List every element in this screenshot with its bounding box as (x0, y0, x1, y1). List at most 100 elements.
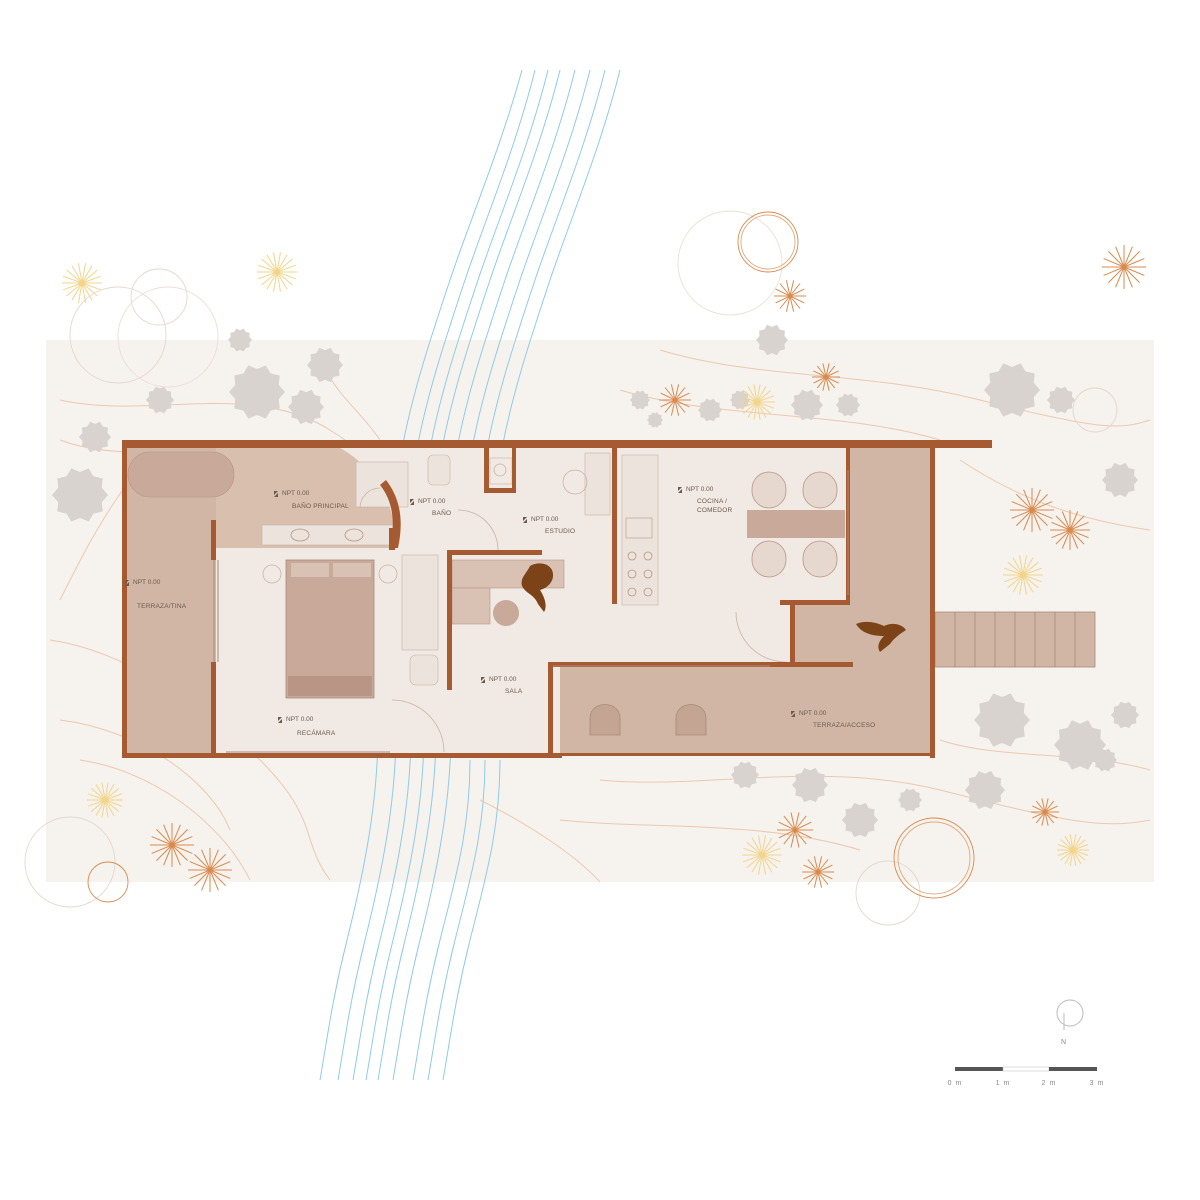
scale-tick-label: 3 m (1090, 1080, 1105, 1087)
shrub-icon (791, 389, 823, 421)
palm-icon (812, 363, 840, 391)
shrub-icon (756, 324, 788, 356)
shrub-icon (792, 767, 828, 803)
room-name: RECÁMARA (297, 728, 336, 737)
palm-icon (62, 263, 102, 303)
palm-icon (257, 252, 297, 292)
level-text: NPT 0.00 (531, 516, 559, 523)
north-compass-icon (1056, 999, 1084, 1027)
palm-icon (1003, 555, 1043, 595)
nightstand-lamp (378, 564, 398, 584)
shrub-icon (731, 761, 759, 789)
tree-canopy-icon (740, 214, 796, 270)
room-name: ESTUDIO (545, 528, 575, 535)
nightstand-lamp (262, 564, 282, 584)
windows (213, 470, 849, 753)
furniture (127, 451, 845, 736)
shrub-icon (898, 788, 922, 812)
shrub-icon (842, 802, 878, 838)
shrub-icon (229, 365, 285, 419)
vanity (261, 524, 395, 546)
shrub-icon (647, 412, 663, 428)
stove-burner-icon (627, 569, 637, 579)
pillow (333, 563, 371, 577)
stove-burner-icon (643, 587, 653, 597)
shrub-icon (974, 693, 1030, 747)
shrub-icon (288, 389, 324, 425)
sofa-chaise (451, 587, 491, 625)
scale-tick-label: 2 m (1042, 1080, 1057, 1087)
tree-canopy-icon (69, 286, 167, 384)
level-marker-icon (481, 677, 485, 683)
shrub-icon (965, 771, 1005, 809)
kitchen-sink (625, 517, 653, 539)
palm-icon (150, 823, 194, 867)
palm-icon (659, 384, 691, 416)
shrub-icon (1054, 720, 1106, 770)
coffee-table (493, 600, 519, 626)
tree-canopy-icon (117, 286, 219, 388)
level-text: NPT 0.00 (686, 486, 714, 493)
tree-canopy-icon (737, 211, 799, 273)
desk-chair (562, 469, 588, 495)
scale-tick-label: 0 m (948, 1080, 963, 1087)
room-name-line2: COMEDOR (697, 507, 732, 514)
room-name: COCINA / (697, 498, 727, 505)
level-marker-icon (125, 580, 129, 586)
tree-canopy-icon (130, 268, 188, 326)
shrub-icon (79, 421, 111, 453)
tree-canopy-icon (893, 817, 975, 899)
dining-table (747, 510, 845, 538)
level-text: NPT 0.00 (489, 676, 517, 683)
shrub-icon (1047, 386, 1075, 414)
stove-burner-icon (643, 569, 653, 579)
pillow (291, 563, 329, 577)
tree-canopy-icon (897, 821, 971, 895)
level-marker-icon (678, 487, 682, 493)
shrub-icon (984, 363, 1040, 417)
north-label: N (1061, 1039, 1067, 1046)
level-text: NPT 0.00 (418, 498, 446, 505)
room-name: BAÑO (432, 508, 451, 517)
room-name: TERRAZA/ACCESO (813, 722, 875, 729)
scale-bar: 0 m 1 m 2 m 3 m (948, 1066, 1105, 1087)
stove-burner-icon (643, 551, 653, 561)
level-marker-icon (410, 499, 414, 505)
toilet (409, 654, 439, 686)
tree-canopy-icon (87, 861, 129, 903)
palm-icon (1050, 510, 1090, 550)
level-text: NPT 0.00 (286, 716, 314, 723)
level-marker-icon (523, 517, 527, 523)
shrub-icon (630, 390, 650, 410)
stair-landing (795, 605, 850, 665)
terrace-chair (675, 704, 707, 736)
shrub-icon (52, 468, 108, 522)
shrub-icon (730, 390, 750, 410)
palm-icon (774, 280, 806, 312)
door-swings (359, 487, 787, 753)
palm-icon (739, 384, 775, 420)
scale-tick-label: 1 m (996, 1080, 1011, 1087)
palm-icon (1031, 798, 1059, 826)
toilet (427, 454, 451, 486)
sink-icon (290, 528, 310, 542)
dining-chair (802, 471, 838, 509)
palm-icon (742, 835, 782, 875)
room-name: TERRAZA/TINA (137, 603, 187, 610)
level-text: NPT 0.00 (282, 490, 310, 497)
person-figure (521, 563, 906, 652)
tree-canopy-icon (24, 816, 116, 908)
palm-icon (802, 856, 834, 888)
level-marker-icon (278, 717, 282, 723)
bed-blanket (288, 676, 372, 696)
kitchen-east-terrace (850, 443, 935, 756)
tree-canopy-icon (1072, 387, 1118, 433)
shrub-icon (307, 347, 343, 383)
